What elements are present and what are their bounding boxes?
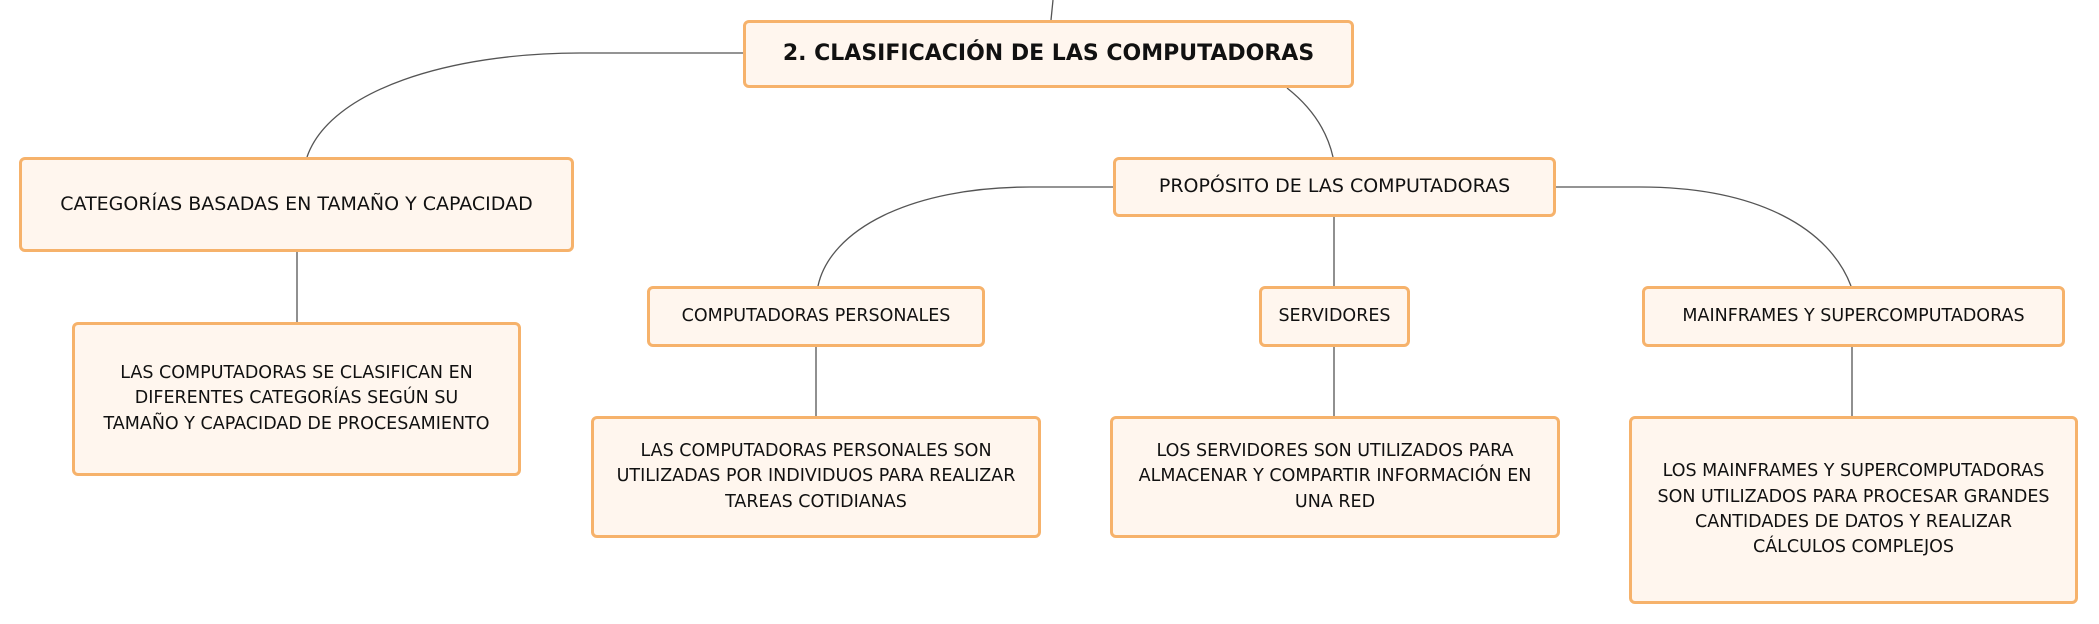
purpose-branch-node[interactable]: PROPÓSITO DE LAS COMPUTADORAS [1113, 157, 1556, 217]
root-node-label: 2. CLASIFICACIÓN DE LAS COMPUTADORAS [782, 41, 1315, 67]
mainframes-label: MAINFRAMES Y SUPERCOMPUTADORAS [1682, 305, 2025, 326]
personal-computers-description: LAS COMPUTADORAS PERSONALES SON UTILIZAD… [616, 440, 1016, 512]
mainframes-description-node[interactable]: LOS MAINFRAMES Y SUPERCOMPUTADORAS SON U… [1629, 416, 2078, 604]
connector-purpose-to-personal [817, 186, 1113, 287]
connector-root-to-size-branch [306, 52, 743, 158]
size-branch-node[interactable]: CATEGORÍAS BASADAS EN TAMAÑO Y CAPACIDAD [19, 157, 574, 252]
purpose-branch-label: PROPÓSITO DE LAS COMPUTADORAS [1158, 175, 1511, 198]
connector-purpose-to-mainframes [1555, 186, 1852, 287]
connector-parent-stub [1050, 0, 1054, 21]
size-branch-description: LAS COMPUTADORAS SE CLASIFICAN EN DIFERE… [103, 362, 490, 434]
connector-root-to-purpose-branch [1286, 87, 1334, 158]
personal-computers-node[interactable]: COMPUTADORAS PERSONALES [647, 286, 985, 347]
servers-description: LOS SERVIDORES SON UTILIZADOS PARA ALMAC… [1138, 440, 1532, 512]
servers-node[interactable]: SERVIDORES [1259, 286, 1410, 347]
mainframes-description: LOS MAINFRAMES Y SUPERCOMPUTADORAS SON U… [1657, 461, 2050, 558]
mainframes-node[interactable]: MAINFRAMES Y SUPERCOMPUTADORAS [1642, 286, 2065, 347]
servers-description-node[interactable]: LOS SERVIDORES SON UTILIZADOS PARA ALMAC… [1110, 416, 1560, 538]
personal-computers-description-node[interactable]: LAS COMPUTADORAS PERSONALES SON UTILIZAD… [591, 416, 1041, 538]
size-branch-description-node[interactable]: LAS COMPUTADORAS SE CLASIFICAN EN DIFERE… [72, 322, 521, 476]
servers-label: SERVIDORES [1278, 305, 1391, 326]
personal-computers-label: COMPUTADORAS PERSONALES [681, 305, 951, 326]
root-node[interactable]: 2. CLASIFICACIÓN DE LAS COMPUTADORAS [743, 20, 1354, 88]
size-branch-label: CATEGORÍAS BASADAS EN TAMAÑO Y CAPACIDAD [60, 192, 533, 215]
